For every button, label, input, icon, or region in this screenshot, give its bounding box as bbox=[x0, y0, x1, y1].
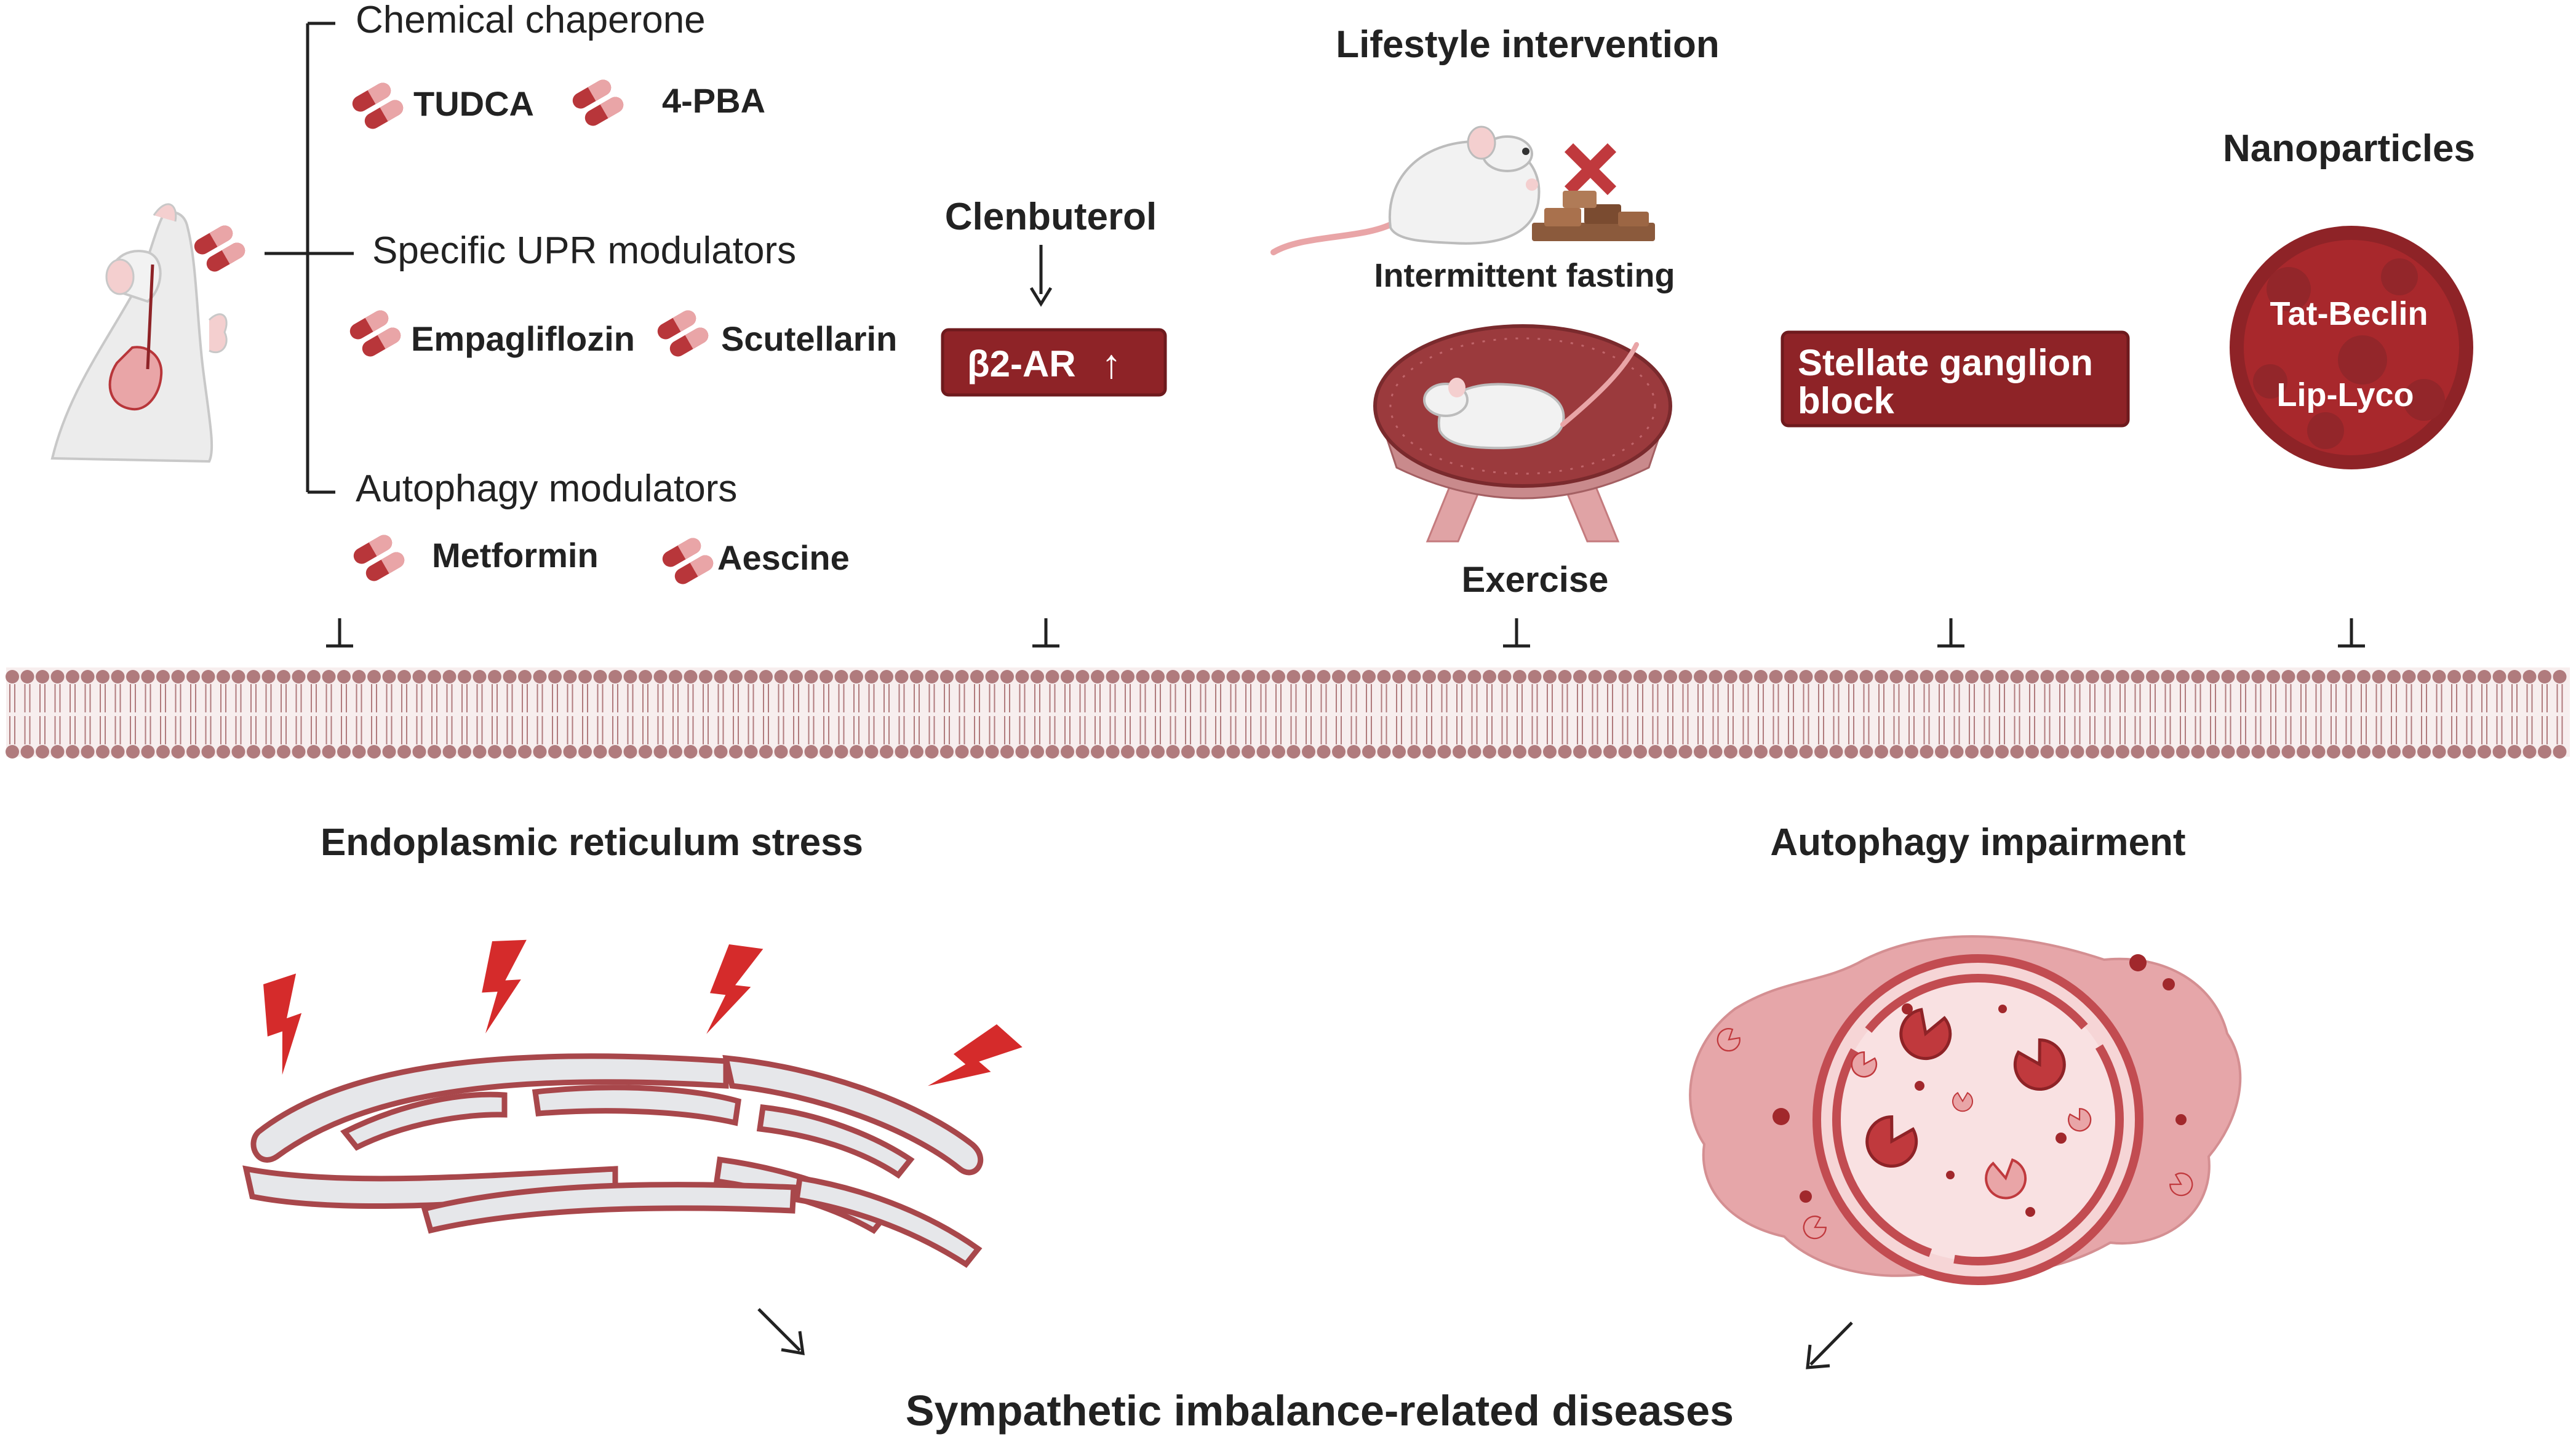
drug-aescine: Aescine bbox=[717, 538, 850, 577]
category-upr-modulators: Specific UPR modulators bbox=[372, 229, 796, 272]
exercise-label: Exercise bbox=[1462, 560, 1609, 600]
nanoparticles-title: Nanoparticles bbox=[2223, 127, 2475, 170]
up-arrow-icon: ↑ bbox=[1101, 341, 1122, 386]
pill-icon bbox=[570, 77, 626, 129]
outcome-label: Sympathetic imbalance-related diseases bbox=[906, 1387, 1734, 1435]
pill-icon bbox=[351, 532, 407, 584]
lightning-icon bbox=[697, 937, 764, 1043]
drug-scutellarin: Scutellarin bbox=[721, 319, 897, 358]
category-autophagy-modulators: Autophagy modulators bbox=[356, 468, 737, 510]
nanoparticle-icon: Tat-Beclin Lip-Lyco bbox=[2230, 226, 2473, 469]
inhibition-icon bbox=[1032, 618, 1059, 648]
beta2-ar-box: β2-AR ↑ bbox=[941, 328, 1167, 397]
intermittent-fasting-label: Intermittent fasting bbox=[1374, 257, 1675, 294]
cross-icon bbox=[1564, 143, 1617, 196]
inhibition-markers bbox=[326, 618, 2365, 648]
er-icon bbox=[242, 1053, 984, 1268]
beta2-ar-label: β2-AR bbox=[967, 343, 1076, 384]
drug-tudca: TUDCA bbox=[413, 84, 534, 123]
inhibition-icon bbox=[326, 618, 353, 648]
lightning-icon bbox=[259, 973, 310, 1077]
autophagy-impairment-label: Autophagy impairment bbox=[1770, 821, 2185, 864]
cell-membrane bbox=[6, 667, 2570, 759]
stellate-ganglion-box: Stellate ganglion block bbox=[1780, 330, 2130, 428]
pill-icon bbox=[347, 308, 404, 360]
nanoparticle-item-tat-beclin: Tat-Beclin bbox=[2270, 295, 2428, 332]
stellate-label-line1: Stellate ganglion bbox=[1798, 342, 2093, 383]
lifestyle-title: Lifestyle intervention bbox=[1336, 23, 1720, 66]
nanoparticle-item-lip-lyco: Lip-Lyco bbox=[2277, 376, 2414, 413]
category-chemical-chaperone: Chemical chaperone bbox=[356, 0, 706, 41]
arrow-down-icon bbox=[1029, 245, 1053, 307]
drug-empagliflozin: Empagliflozin bbox=[411, 319, 635, 358]
arrow-to-outcome-right bbox=[1806, 1321, 1853, 1369]
inhibition-icon bbox=[1503, 618, 1530, 648]
stellate-label-line2: block bbox=[1798, 380, 1894, 421]
drug-metformin: Metformin bbox=[432, 536, 599, 575]
clenbuterol-title: Clenbuterol bbox=[945, 196, 1157, 238]
lightning-icon bbox=[476, 934, 527, 1038]
bracket bbox=[265, 22, 354, 494]
running-wheel-icon bbox=[1373, 324, 1672, 543]
pill-icon bbox=[660, 535, 716, 588]
arrow-to-outcome-left bbox=[757, 1308, 805, 1356]
drug-4-pba: 4-PBA bbox=[662, 81, 765, 120]
pill-icon bbox=[655, 308, 711, 360]
inhibition-icon bbox=[1937, 618, 1964, 648]
pill-icon bbox=[349, 80, 406, 132]
lightning-icon bbox=[922, 1018, 1023, 1108]
mouse-injection-icon bbox=[50, 203, 248, 463]
inhibition-icon bbox=[2338, 618, 2365, 648]
mouse-icon bbox=[1270, 125, 1541, 255]
autophagosome-icon bbox=[1689, 935, 2242, 1285]
food-pellets-icon bbox=[1532, 191, 1655, 241]
er-stress-label: Endoplasmic reticulum stress bbox=[321, 821, 863, 864]
